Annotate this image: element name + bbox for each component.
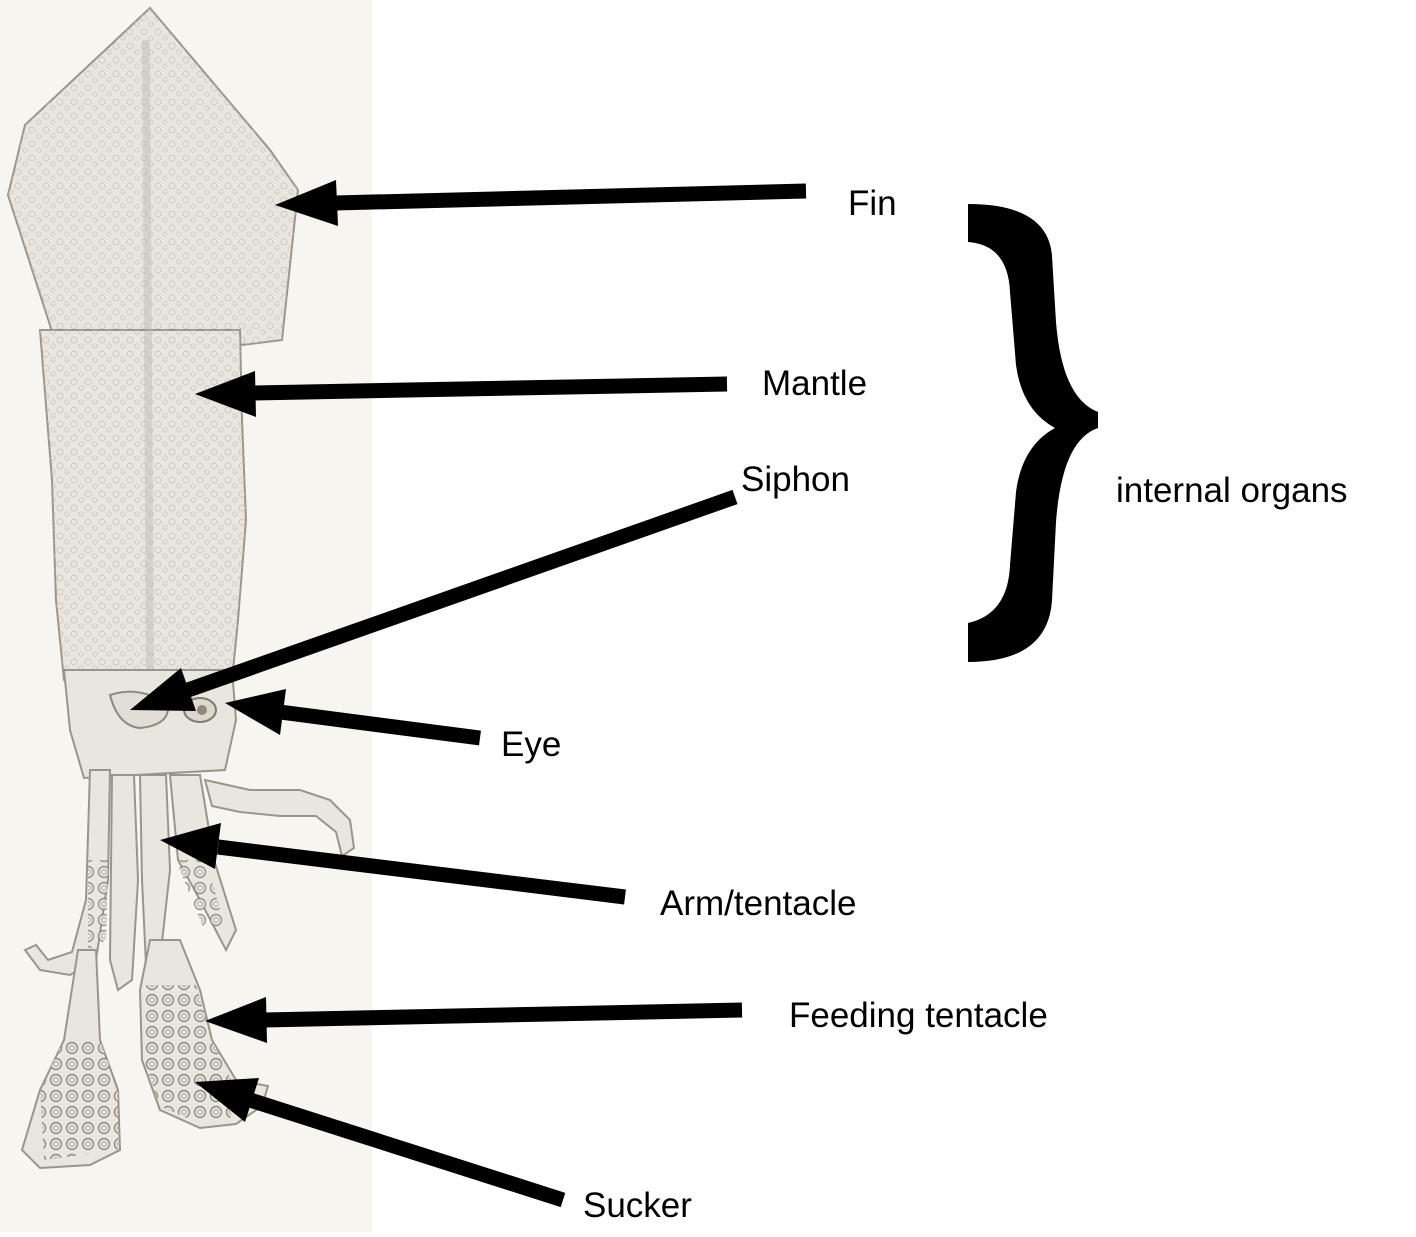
- squid-pupil: [197, 705, 207, 715]
- siphon-label: Siphon: [741, 462, 850, 497]
- fin-label: Fin: [848, 186, 897, 221]
- internal-organs-brace: [968, 204, 1098, 662]
- squid-arm-2: [110, 775, 138, 990]
- eye-label: Eye: [501, 727, 561, 762]
- mantle-label: Mantle: [762, 366, 867, 401]
- mantle-midline: [146, 40, 150, 670]
- sucker-label: Sucker: [583, 1188, 692, 1223]
- internal-organs-label: internal organs: [1116, 473, 1348, 508]
- feeding-tentacle-label: Feeding tentacle: [789, 998, 1048, 1033]
- arm-tentacle-label: Arm/tentacle: [660, 886, 856, 921]
- mantle-texture: [40, 330, 246, 680]
